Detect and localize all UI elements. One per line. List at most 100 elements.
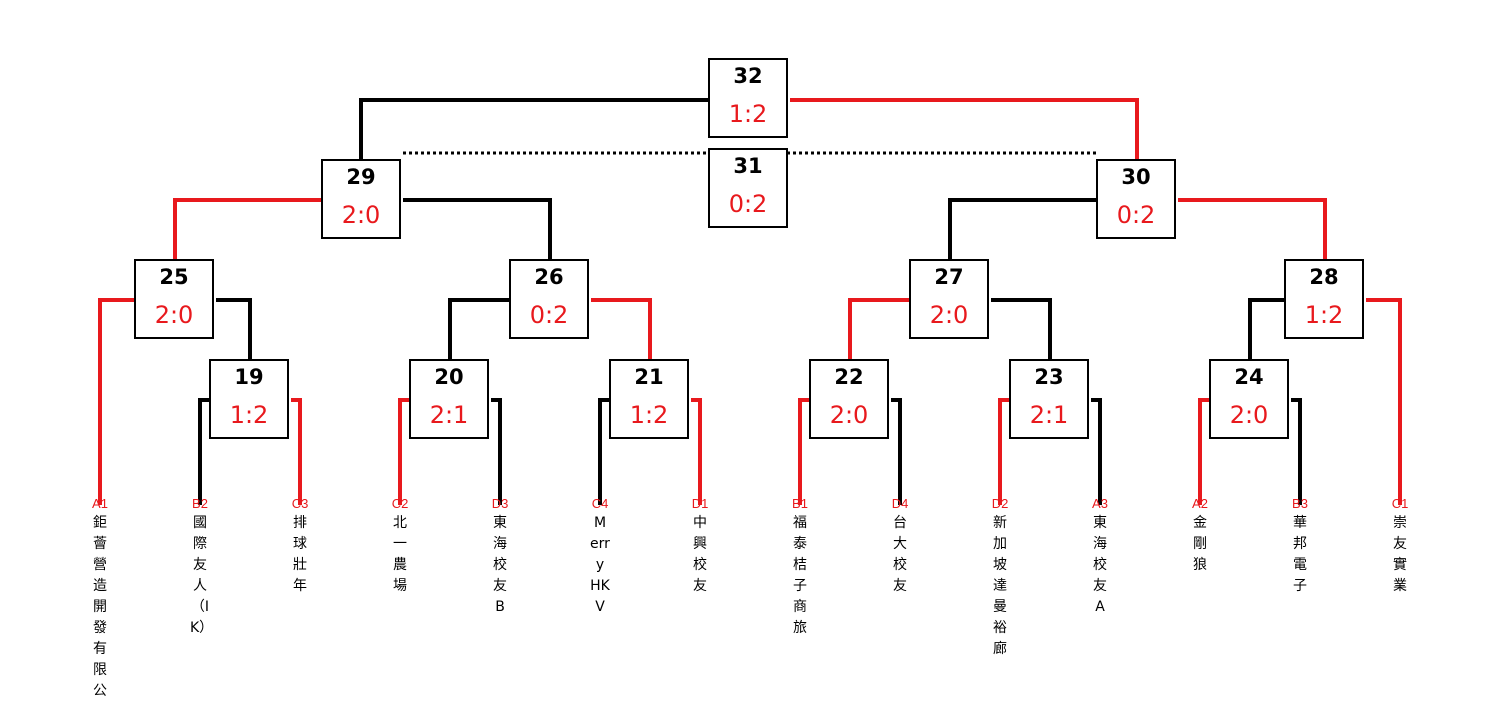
match-22: 22 2:0 <box>809 359 889 439</box>
match-number: 20 <box>434 365 464 389</box>
line-D3-to-20 <box>491 398 502 505</box>
team-seed: A1 <box>92 496 108 511</box>
match-number: 21 <box>634 365 664 389</box>
match-score: 1:2 <box>229 401 269 429</box>
match-20: 20 2:1 <box>409 359 489 439</box>
team-name: Merry HK V <box>590 515 610 615</box>
team-seed: A2 <box>1192 496 1208 511</box>
team-name: 台大校友 <box>893 515 907 594</box>
line-C2-to-20 <box>398 398 409 505</box>
team-D4: D4 台大校友 <box>890 496 910 597</box>
team-B2: B2 國際友人（IK） <box>190 496 213 639</box>
line-B3-to-24 <box>1291 398 1302 505</box>
team-name: 排球壯年 <box>293 515 307 594</box>
team-C2: C2 北一農場 <box>390 496 410 597</box>
team-name: 東海校友B <box>493 515 507 615</box>
team-D3: D3 東海校友B <box>490 496 510 618</box>
line-B2-to-19 <box>198 398 209 505</box>
match-29: 29 2:0 <box>321 159 401 239</box>
line-A3-to-23 <box>1091 398 1102 505</box>
team-name: 東海校友A <box>1093 515 1107 615</box>
line-C1-to-28 <box>1366 298 1402 505</box>
team-A3: A3 東海校友A <box>1090 496 1110 618</box>
team-name: 金剛狼 <box>1193 515 1207 573</box>
match-28: 28 1:2 <box>1284 259 1364 339</box>
line-20-to-26 <box>448 298 509 360</box>
match-31: 31 0:2 <box>708 148 788 228</box>
team-seed: D1 <box>691 496 709 511</box>
match-number: 25 <box>159 265 189 289</box>
team-seed: C2 <box>391 496 409 511</box>
line-C4-to-21 <box>598 398 609 505</box>
match-score: 2:1 <box>1029 401 1069 429</box>
team-name: 中興校友 <box>693 515 707 594</box>
team-D1: D1 中興校友 <box>690 496 710 597</box>
team-A1: A1 鉅薈營造開發有限公 <box>90 496 110 702</box>
match-score: 2:0 <box>154 301 194 329</box>
line-A1-to-25 <box>98 298 134 505</box>
match-26: 26 0:2 <box>509 259 589 339</box>
team-seed: C1 <box>1391 496 1409 511</box>
line-A2-to-24 <box>1198 398 1209 505</box>
team-seed: B1 <box>792 496 808 511</box>
match-number: 23 <box>1034 365 1064 389</box>
team-seed: D3 <box>491 496 509 511</box>
team-B1: B1 福泰桔子商旅 <box>790 496 810 639</box>
team-C4: C4 Merry HK V <box>590 496 610 618</box>
team-A2: A2 金剛狼 <box>1190 496 1210 576</box>
match-score: 0:2 <box>728 190 768 218</box>
team-name: 崇友實業 <box>1393 515 1407 594</box>
team-name: 新加坡達曼裕廊 <box>993 515 1007 657</box>
match-30: 30 0:2 <box>1096 159 1176 239</box>
team-C1: C1 崇友實業 <box>1390 496 1410 597</box>
match-score: 0:2 <box>1116 201 1156 229</box>
team-name: 鉅薈營造開發有限公 <box>93 515 107 699</box>
line-D4-to-22 <box>891 398 902 505</box>
match-number: 19 <box>234 365 264 389</box>
line-26-to-29 <box>403 198 552 260</box>
match-number: 26 <box>534 265 564 289</box>
match-score: 1:2 <box>1304 301 1344 329</box>
team-seed: C3 <box>291 496 309 511</box>
team-seed: D4 <box>891 496 909 511</box>
match-23: 23 2:1 <box>1009 359 1089 439</box>
match-32: 32 1:2 <box>708 58 788 138</box>
match-score: 2:0 <box>341 201 381 229</box>
line-30-to-32 <box>790 98 1139 160</box>
match-number: 32 <box>733 64 763 88</box>
match-score: 0:2 <box>529 301 569 329</box>
match-number: 29 <box>346 165 376 189</box>
team-D2: D2 新加坡達曼裕廊 <box>990 496 1010 660</box>
match-25: 25 2:0 <box>134 259 214 339</box>
line-C3-to-19 <box>291 398 302 505</box>
line-23-to-27 <box>991 298 1052 360</box>
line-29-to-32 <box>359 98 708 160</box>
match-score: 1:2 <box>728 100 768 128</box>
line-27-to-30 <box>948 198 1096 260</box>
match-number: 28 <box>1309 265 1339 289</box>
match-score: 2:1 <box>429 401 469 429</box>
match-number: 31 <box>733 154 763 178</box>
match-score: 2:0 <box>929 301 969 329</box>
match-score: 1:2 <box>629 401 669 429</box>
match-number: 27 <box>934 265 964 289</box>
match-24: 24 2:0 <box>1209 359 1289 439</box>
line-24-to-28 <box>1248 298 1284 360</box>
match-number: 22 <box>834 365 864 389</box>
team-B3: B3 華邦電子 <box>1290 496 1310 597</box>
line-25-to-29 <box>173 198 321 260</box>
team-seed: B2 <box>192 496 208 511</box>
team-seed: A3 <box>1092 496 1108 511</box>
line-21-to-26 <box>591 298 652 360</box>
match-27: 27 2:0 <box>909 259 989 339</box>
match-score: 2:0 <box>1229 401 1269 429</box>
team-seed: C4 <box>591 496 609 511</box>
line-D2-to-23 <box>998 398 1009 505</box>
team-seed: D2 <box>991 496 1009 511</box>
line-28-to-30 <box>1178 198 1327 260</box>
line-D1-to-21 <box>691 398 702 505</box>
team-name: 北一農場 <box>393 515 407 594</box>
line-19-to-25 <box>216 298 252 360</box>
